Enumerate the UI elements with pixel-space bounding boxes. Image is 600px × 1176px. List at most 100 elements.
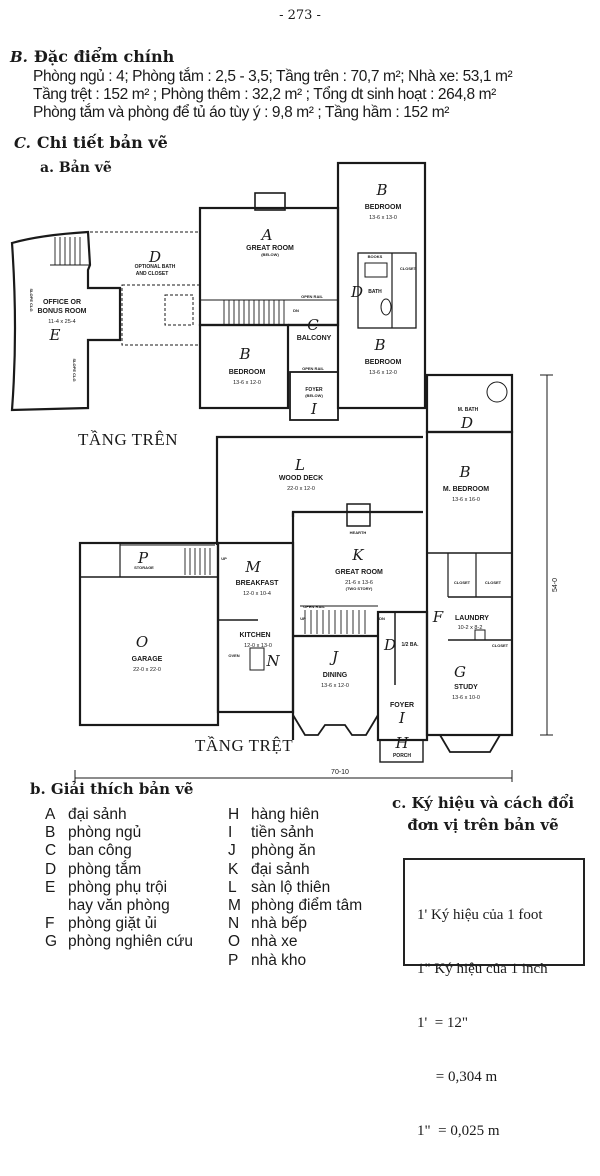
room-name: FOYER <box>390 702 414 709</box>
plan-title: a. Bản vẽ <box>40 160 112 176</box>
slope-label: SLOPE CLG <box>72 358 77 381</box>
stair-up-label: UP <box>300 616 306 621</box>
room-letter: G <box>454 663 466 681</box>
lower-floor-caption: TẦNG TRỆT <box>195 736 294 755</box>
room-letter: A <box>260 226 273 244</box>
upper-floor-caption: TẦNG TRÊN <box>78 430 179 449</box>
closet-label: CLOSET <box>492 643 509 648</box>
room-letter: B <box>375 181 387 199</box>
upper-floor-labels: A GREAT ROOM (BELOW) B BEDROOM 13-6 x 13… <box>29 181 417 418</box>
units-line: 1' = 12" <box>417 1015 469 1031</box>
room-size: 22-0 x 22-0 <box>133 667 161 673</box>
room-name: WOOD DECK <box>279 475 323 482</box>
legend-item: hay văn phòng <box>68 897 170 915</box>
page-number: - 273 - <box>279 8 321 23</box>
room-name: BEDROOM <box>365 359 402 366</box>
room-letter: I <box>398 709 406 727</box>
details-heading: C.Chi tiết bản vẽ <box>14 133 168 152</box>
room-letter: B <box>373 336 385 354</box>
units-line: 1" Ký hiệu của 1 inch <box>417 961 548 977</box>
room-letter: O <box>136 633 148 651</box>
room-name: LAUNDRY <box>455 615 489 622</box>
room-size: 22-0 x 12-0 <box>287 486 315 492</box>
room-letter: P <box>137 549 149 567</box>
room-letter: E <box>49 326 61 344</box>
units-box: 1' Ký hiệu của 1 foot 1" Ký hiệu của 1 i… <box>403 858 585 1139</box>
room-letter: H <box>394 734 409 752</box>
room-name: BATH <box>368 289 382 295</box>
closet-label: CLOSET <box>400 266 417 271</box>
units-line: 1" = 0,025 m <box>417 1123 500 1139</box>
room-name: OPTIONAL BATH <box>135 264 176 270</box>
units-title: c. Ký hiệu và cách đổi đơn vị trên bản v… <box>391 794 575 834</box>
features-line-3: Phòng tắm và phòng để tủ áo tùy ý : 9,8 … <box>33 104 450 121</box>
open-rail-label: OPEN RAIL <box>303 604 325 609</box>
features-line-2: Tầng trệt : 152 m² ; Phòng thêm : 32,2 m… <box>33 86 496 103</box>
room-name: BALCONY <box>297 335 332 342</box>
room-letter: D <box>148 248 161 266</box>
room-name: M. BEDROOM <box>443 486 489 493</box>
room-name: KITCHEN <box>239 632 270 639</box>
room-note: (TWO STORY) <box>346 586 373 591</box>
closet-label: CLOSET <box>454 580 471 585</box>
room-note: (BELOW) <box>305 393 323 398</box>
room-name: GREAT ROOM <box>335 569 383 576</box>
legend-title: b. Giải thích bản vẽ <box>30 780 194 798</box>
floor-plan-drawing: A GREAT ROOM (BELOW) B BEDROOM 13-6 x 13… <box>10 161 559 782</box>
room-name: BONUS ROOM <box>38 308 87 315</box>
hearth-label: HEARTH <box>350 530 367 535</box>
room-name: STORAGE <box>134 565 154 570</box>
stair-dn-label: DN <box>293 308 299 313</box>
room-letter: M <box>244 558 261 576</box>
room-size: 13-6 x 10-0 <box>452 695 480 701</box>
room-name: STUDY <box>454 684 478 691</box>
room-letter: N <box>265 652 280 670</box>
room-letter: D <box>383 636 396 654</box>
room-size: 13-6 x 16-0 <box>452 497 480 503</box>
room-name: AND CLOSET <box>136 271 169 277</box>
room-letter: B <box>458 463 470 481</box>
room-letter: D <box>460 414 473 432</box>
room-name: GREAT ROOM <box>246 245 294 252</box>
room-letter: J <box>329 648 339 666</box>
depth-dimension: 54-0 <box>552 578 559 592</box>
room-size: 13-6 x 13-0 <box>369 215 397 221</box>
room-name: M. BATH <box>458 407 479 413</box>
stair-up-label: UP <box>221 556 227 561</box>
room-name: DINING <box>323 672 348 679</box>
room-name: PORCH <box>393 753 411 759</box>
stair-dn-label: DN <box>379 616 385 621</box>
room-letter: I <box>310 400 318 418</box>
width-dimension: 70-10 <box>331 769 349 776</box>
room-size: 12-0 x 13-0 <box>244 643 272 649</box>
room-letter: C <box>307 316 319 334</box>
upper-floor-plan <box>10 161 427 421</box>
units-line: 1' Ký hiệu của 1 foot <box>417 907 543 923</box>
room-size: 10-2 x 8-2 <box>458 625 483 631</box>
room-name: BREAKFAST <box>236 580 280 587</box>
books-label: BOOKS <box>368 254 383 259</box>
room-name: FOYER <box>305 387 323 393</box>
room-size: 13-6 x 12-0 <box>233 380 261 386</box>
room-letter: F <box>432 608 444 626</box>
features-heading: B.Đặc điểm chính <box>10 47 175 66</box>
room-size: 12-0 x 10-4 <box>243 591 271 597</box>
room-size: 21-6 x 13-6 <box>345 580 373 586</box>
features-line-1: Phòng ngủ : 4; Phòng tắm : 2,5 - 3,5; Tầ… <box>33 68 513 85</box>
